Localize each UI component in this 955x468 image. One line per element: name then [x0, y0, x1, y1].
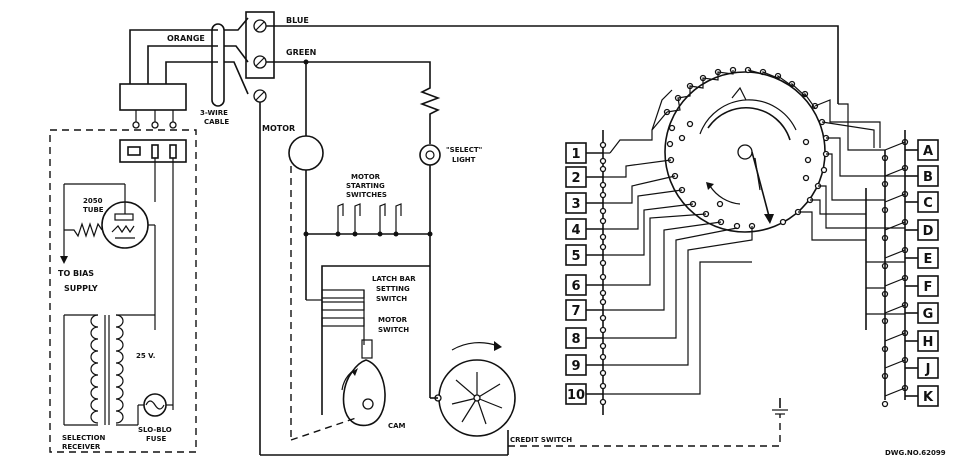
number-box-4: 4 [565, 217, 610, 241]
green-wire-label: GREEN [286, 48, 316, 57]
select-light-label-line2: LIGHT [452, 156, 476, 164]
number-box-label: 8 [571, 332, 580, 347]
bias-label-line2: SUPPLY [64, 284, 98, 293]
cable-clamp [211, 23, 225, 107]
letter-wiring [798, 99, 906, 400]
terminal-strip [245, 11, 275, 103]
number-box-1: 1 [565, 141, 610, 165]
letter-box-label: J [925, 362, 931, 377]
motor-start-label-line3: SWITCHES [346, 191, 387, 199]
selection-receiver: 2050 TUBE TO BIAS SUPPLY 25 V. [49, 129, 197, 453]
number-box-2: 2 [565, 165, 610, 189]
letter-box-F: F [881, 274, 939, 298]
letter-box-C: C [881, 190, 939, 214]
latch-label-line2: SETTING [376, 285, 410, 293]
motor-start-label-line2: STARTING [346, 182, 385, 190]
number-box-5: 5 [565, 243, 610, 267]
fuse-label-line2: FUSE [146, 435, 167, 443]
voltage-label: 25 V. [136, 352, 155, 360]
selection-label-line2: RECEIVER [62, 443, 101, 451]
letter-box-G: G [881, 301, 939, 325]
number-box-9: 9 [565, 353, 610, 377]
letter-box-J: J [881, 356, 939, 380]
letter-box-label: E [924, 252, 933, 267]
number-box-label: 5 [571, 249, 580, 264]
slo-blo-fuse [137, 393, 173, 425]
number-box-label: 3 [571, 197, 580, 212]
number-box-label: 6 [571, 279, 580, 294]
letter-box-label: H [923, 335, 934, 350]
letter-box-label: C [923, 196, 933, 211]
blue-wire-label: BLUE [286, 16, 309, 25]
letter-box-label: K [923, 390, 934, 405]
number-wiring [609, 111, 753, 395]
motor-starting-switches [335, 203, 402, 237]
cable-label-line1: 3-WIRE [200, 109, 228, 117]
drawing-number: DWG.NO.62099 [885, 449, 946, 457]
cable-label-line2: CABLE [204, 118, 229, 126]
tube-label-line1: 2050 [83, 197, 103, 205]
select-light-label-line1: "SELECT" [446, 146, 482, 154]
bias-label-line1: TO BIAS [58, 269, 94, 278]
motor-start-label-line1: MOTOR [351, 173, 381, 181]
motor-label: MOTOR [262, 124, 295, 133]
transformer [63, 314, 155, 426]
number-box-label: 7 [571, 304, 580, 319]
letter-box-label: G [923, 307, 934, 322]
number-box-8: 8 [565, 326, 610, 350]
number-box-label: 1 [571, 147, 580, 162]
letter-box-label: B [923, 170, 933, 185]
number-box-10: 10 [565, 382, 610, 406]
number-box-7: 7 [565, 298, 610, 322]
plug [119, 83, 187, 129]
letter-box-E: E [881, 246, 939, 270]
number-box-label: 4 [571, 223, 580, 238]
motor-switch-label-line2: SWITCH [378, 326, 409, 334]
number-box-label: 2 [571, 171, 580, 186]
latch-label-line3: SWITCH [376, 295, 407, 303]
letter-box-label: D [923, 224, 934, 239]
latch-label-line1: LATCH BAR [372, 275, 416, 283]
orange-wire-label: ORANGE [167, 34, 205, 43]
letter-box-K: K [881, 384, 939, 408]
credit-switch [434, 341, 516, 437]
number-box-label: 10 [567, 388, 585, 403]
number-box-label: 9 [571, 359, 580, 374]
select-light [419, 144, 441, 166]
letter-box-D: D [881, 218, 939, 242]
letter-box-H: H [881, 329, 939, 353]
tube-2050 [101, 201, 149, 249]
motor [288, 135, 324, 171]
letter-box-A: A [881, 138, 939, 162]
cam [341, 359, 386, 427]
number-box-3: 3 [565, 191, 610, 215]
letter-box-label: F [924, 280, 933, 295]
credit-switch-label: CREDIT SWITCH [510, 436, 572, 444]
number-boxes: 1 2 3 4 5 6 7 8 9 10 [565, 141, 610, 406]
motor-switch-label-line1: MOTOR [378, 316, 408, 324]
fuse-label-line1: SLO-BLO [138, 426, 172, 434]
tube-label-line2: TUBE [83, 206, 104, 214]
latch-bar-switch [306, 265, 430, 415]
letter-box-label: A [923, 144, 933, 159]
cam-label: CAM [388, 422, 406, 430]
number-box-6: 6 [565, 273, 610, 297]
selection-label-line1: SELECTION [62, 434, 106, 442]
